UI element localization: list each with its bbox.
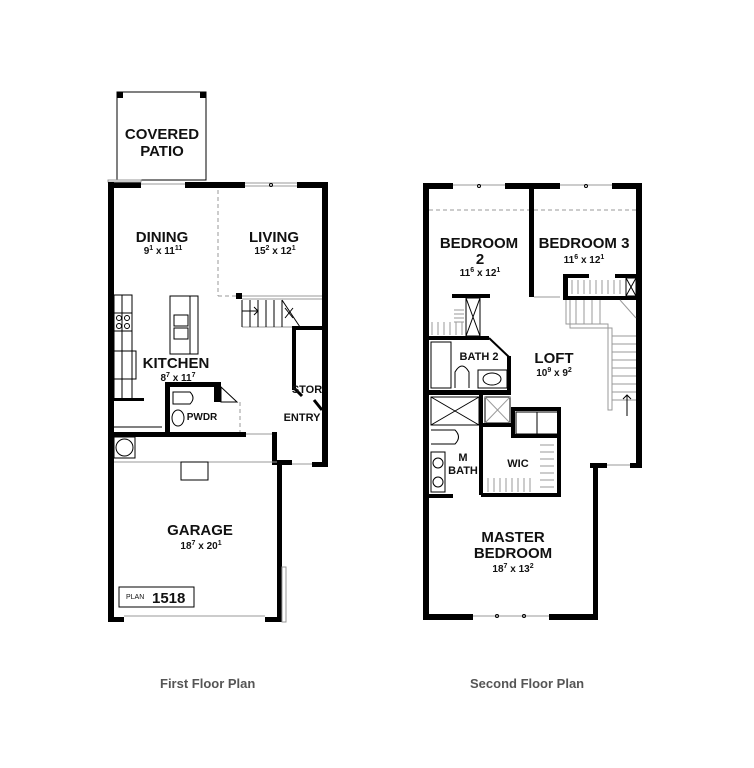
bathtub-icon [430,341,452,389]
powder-room: PWDR [165,382,241,432]
room-label-covered-patio-2: PATIO [140,143,184,160]
tub-icon [431,429,459,445]
room-dim-garage: 187 x 201 [180,540,221,552]
kitchen-island [169,295,199,355]
stairs-second-floor [565,299,637,416]
second-floor-plan: BATH 2 M BATH [423,183,642,620]
water-heater-icon [113,436,136,459]
plan-number: 1518 [152,590,185,607]
first-floor-plan: COVERED PATIO [107,91,328,623]
post-icon [117,92,123,98]
sink-icon [432,476,444,488]
caption-second-floor: Second Floor Plan [470,676,585,691]
room-label-entry: ENTRY [284,412,322,424]
room-dim-dining: 91 x 1111 [144,245,183,257]
room-dim-loft: 109 x 92 [536,367,572,379]
room-label-bedroom3: BEDROOM 3 [539,235,630,252]
room-label-bedroom2-2: 2 [476,251,484,268]
sink-icon [482,372,502,386]
room-dim-bedroom3: 116 x 121 [564,254,605,266]
caption-first-floor: First Floor Plan [160,676,256,691]
room-label-covered-patio-1: COVERED [125,126,199,143]
room-label-mbath-2: BATH [448,465,478,477]
room-label-living: LIVING [249,229,299,246]
room-dim-master: 187 x 132 [492,563,533,575]
plan-prefix: PLAN [126,594,144,601]
room-label-bedroom2-1: BEDROOM [440,235,518,252]
sink-icon [172,391,194,405]
stove-icon [113,312,133,332]
room-label-bath2: BATH 2 [460,351,499,363]
sink-icon [432,457,444,469]
toilet-icon [454,365,470,388]
master-bath: M BATH [430,395,513,495]
room-label-wic: WIC [507,458,528,470]
room-label-garage: GARAGE [167,522,233,539]
walk-in-closet: WIC [481,407,561,497]
room-dim-kitchen: 87 x 117 [160,372,195,384]
plan-badge: PLAN 1518 [118,586,195,608]
fridge-icon [113,350,137,380]
room-dim-living: 152 x 121 [254,245,295,257]
closet-rods [431,309,464,335]
room-label-kitchen: KITCHEN [143,355,210,372]
toilet-icon [171,409,185,427]
room-label-stor: STOR [292,384,322,396]
covered-patio: COVERED PATIO [116,91,207,181]
room-label-master-2: BEDROOM [474,545,552,562]
stairs-first-floor [241,295,322,328]
kitchen-counters [110,294,162,428]
room-label-mbath-1: M [458,452,467,464]
room-label-pwdr: PWDR [187,412,218,423]
room-label-dining: DINING [136,229,189,246]
room-label-loft: LOFT [534,350,573,367]
room-label-master-1: MASTER [481,529,545,546]
bath-2: BATH 2 [429,336,511,395]
post-icon [200,92,206,98]
room-dim-bedroom2: 116 x 121 [460,267,501,279]
